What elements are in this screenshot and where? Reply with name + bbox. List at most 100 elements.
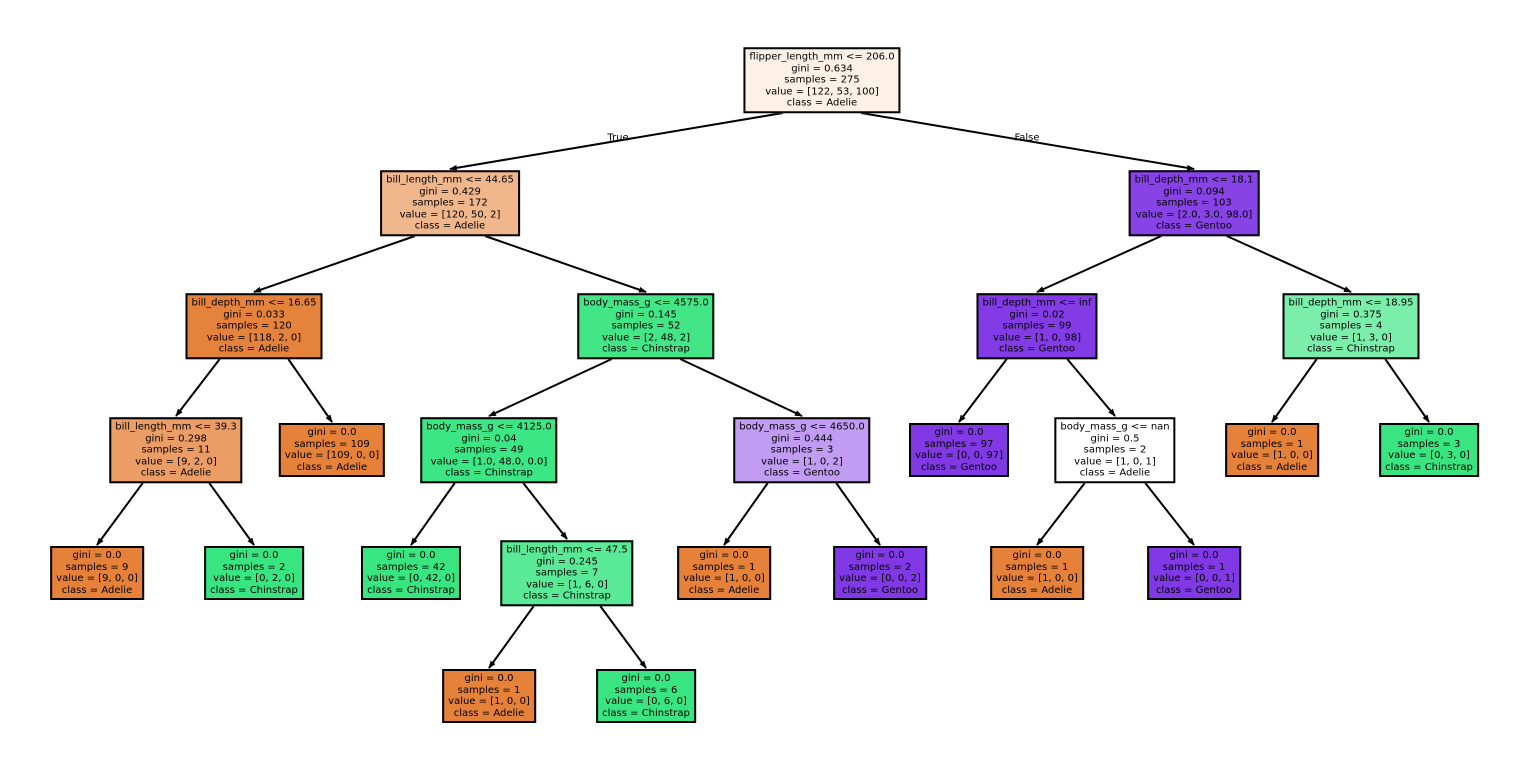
tree-edge — [96, 482, 144, 546]
node-text: value = [0, 42, 0] — [366, 573, 456, 584]
node-text: samples = 1 — [457, 684, 521, 696]
node-text: class = Gentoo — [1156, 220, 1232, 232]
node-text: bill_length_mm <= 39.3 — [115, 421, 237, 433]
node-text: class = Gentoo — [999, 343, 1075, 355]
node-text: class = Chinstrap — [445, 467, 533, 479]
node-text: value = [0, 0, 2] — [839, 573, 921, 584]
node-text: gini = 0.375 — [1320, 308, 1382, 320]
node-text: samples = 1 — [1240, 438, 1304, 450]
node-text: value = [0, 0, 1] — [1153, 573, 1235, 584]
tree-edge — [1144, 482, 1195, 546]
node-text: samples = 103 — [1156, 197, 1232, 209]
node-text: samples = 3 — [1397, 438, 1461, 450]
node-text: bill_depth_mm <= inf — [982, 297, 1092, 309]
node-text: gini = 0.0 — [1169, 550, 1219, 561]
node-text: class = Adelie — [453, 707, 525, 719]
tree-edge — [599, 605, 647, 669]
node-text: class = Adelie — [786, 97, 858, 109]
node-text: class = Chinstrap — [367, 584, 455, 596]
node-text: value = [1, 0, 2] — [761, 455, 843, 467]
tree-edge — [484, 235, 647, 293]
node-text: gini = 0.04 — [461, 432, 517, 444]
node-text: samples = 3 — [770, 444, 834, 456]
tree-edge — [488, 605, 535, 669]
node-text: value = [1, 0, 0] — [448, 696, 530, 707]
node-text: gini = 0.033 — [223, 308, 285, 320]
node-text: gini = 0.0 — [307, 427, 357, 438]
node-text: class = Gentoo — [921, 461, 997, 473]
node-text: value = [0, 6, 0] — [605, 696, 687, 707]
node-text: class = Adelie — [1079, 467, 1151, 479]
tree-edge — [723, 482, 769, 546]
tree-edge — [1226, 235, 1352, 293]
node-text: class = Chinstrap — [1385, 461, 1473, 473]
node-text: bill_length_mm <= 44.65 — [386, 174, 514, 186]
node-text: class = Adelie — [1001, 584, 1073, 596]
node-text: gini = 0.0 — [386, 550, 436, 561]
node-text: class = Gentoo — [842, 584, 918, 596]
node-text: value = [1, 0, 98] — [992, 331, 1082, 343]
node-text: value = [1, 0, 1] — [1074, 455, 1156, 467]
node-text: gini = 0.634 — [791, 62, 853, 74]
node-text: gini = 0.0 — [1247, 427, 1297, 438]
node-text: samples = 49 — [454, 444, 524, 456]
node-text: class = Gentoo — [1156, 584, 1232, 596]
node-text: value = [0, 3, 0] — [1388, 450, 1470, 461]
node-text: samples = 99 — [1002, 320, 1072, 332]
node-text: samples = 275 — [784, 74, 860, 86]
node-text: class = Adelie — [218, 343, 290, 355]
node-text: gini = 0.5 — [1090, 432, 1140, 444]
node-text: value = [1, 3, 0] — [1310, 331, 1392, 343]
node-text: value = [118, 2, 0] — [206, 331, 302, 343]
node-text: samples = 6 — [614, 684, 678, 696]
node-text: value = [0, 2, 0] — [213, 573, 295, 584]
node-text: samples = 1 — [692, 561, 756, 573]
node-text: body_mass_g <= 4125.0 — [426, 421, 552, 433]
node-text: value = [122, 53, 100] — [765, 85, 879, 97]
node-text: samples = 7 — [535, 567, 599, 579]
node-text: class = Adelie — [296, 461, 368, 473]
node-text: flipper_length_mm <= 206.0 — [749, 51, 895, 63]
node-text: class = Chinstrap — [210, 584, 298, 596]
node-text: class = Chinstrap — [602, 343, 690, 355]
tree-edge — [522, 482, 568, 540]
node-text: gini = 0.0 — [934, 427, 984, 438]
node-text: samples = 4 — [1319, 320, 1383, 332]
node-text: samples = 9 — [65, 561, 129, 573]
node-text: value = [9, 0, 0] — [56, 573, 138, 584]
tree-edge — [410, 482, 456, 546]
node-text: gini = 0.145 — [615, 308, 677, 320]
node-text: bill_depth_mm <= 18.1 — [1134, 174, 1254, 186]
node-text: gini = 0.429 — [419, 185, 481, 197]
node-text: samples = 120 — [216, 320, 292, 332]
tree-edge — [449, 112, 783, 171]
node-text: value = [1, 0, 0] — [683, 573, 765, 584]
node-text: gini = 0.298 — [145, 432, 207, 444]
node-text: gini = 0.0 — [699, 550, 749, 561]
node-text: body_mass_g <= nan — [1060, 421, 1170, 433]
node-text: gini = 0.0 — [1012, 550, 1062, 561]
node-text: gini = 0.0 — [229, 550, 279, 561]
node-text: gini = 0.245 — [536, 555, 598, 567]
node-text: gini = 0.02 — [1009, 308, 1065, 320]
node-text: gini = 0.0 — [1404, 427, 1454, 438]
node-text: gini = 0.094 — [1163, 185, 1225, 197]
node-text: value = [1, 0, 0] — [996, 573, 1078, 584]
node-text: class = Adelie — [414, 220, 486, 232]
